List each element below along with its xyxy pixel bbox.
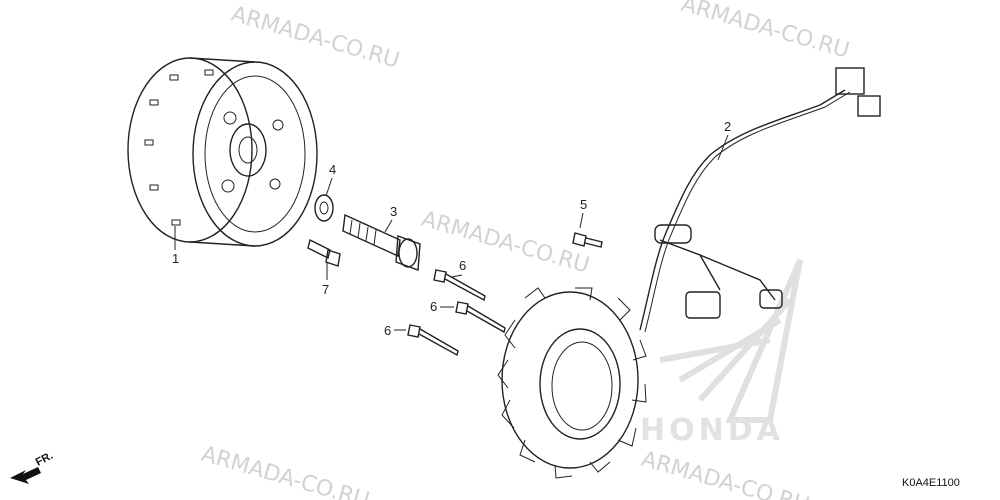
washer-part <box>314 194 334 222</box>
callout-6: 6 <box>430 299 437 314</box>
callout-3: 3 <box>390 204 397 219</box>
honda-brand-text: HONDA <box>640 413 784 448</box>
stator-part <box>497 287 647 479</box>
callout-6: 6 <box>459 258 466 273</box>
front-label: FR. <box>34 450 55 469</box>
wire-harness-part <box>639 67 881 333</box>
leader-lines <box>174 134 729 331</box>
small-bolt-part <box>307 238 341 267</box>
honda-wing-logo <box>659 258 803 423</box>
callout-5: 5 <box>580 197 587 212</box>
watermark-text: ARMADA-CO.RU <box>198 442 372 500</box>
watermark-text: ARMADA-CO.RU <box>418 207 592 279</box>
flange-bolt-part <box>342 213 421 271</box>
watermark-text: ARMADA-CO.RU <box>638 447 812 500</box>
diagram-code: K0A4E1100 <box>902 477 960 489</box>
callout-7: 7 <box>322 282 329 297</box>
callout-1: 1 <box>172 251 179 266</box>
bolt-part-5 <box>572 232 603 248</box>
watermark-text: ARMADA-CO.RU <box>228 2 402 74</box>
callout-2: 2 <box>724 119 731 134</box>
watermark-text: ARMADA-CO.RU <box>678 0 852 64</box>
front-direction-indicator: FR. <box>10 450 55 484</box>
flywheel-part <box>127 57 318 247</box>
stator-bolt-set <box>407 269 506 357</box>
callout-4: 4 <box>329 162 336 177</box>
callout-6: 6 <box>384 323 391 338</box>
